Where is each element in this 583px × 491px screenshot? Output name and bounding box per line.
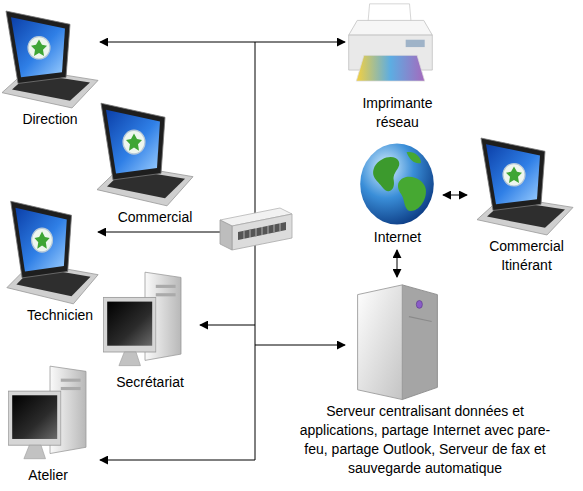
laptop-screen [486,144,540,204]
monitor-stand [24,445,46,459]
laptop-icon [0,8,100,110]
server-side [402,285,437,400]
port-divider [268,226,269,234]
switch-ports [238,222,286,240]
bus-wire [255,42,345,43]
globe-land [407,152,421,163]
laptop-screen [15,208,66,272]
bus-wire [255,42,256,460]
screen-logo [503,164,525,186]
port-divider [274,224,275,232]
printer-display [406,40,425,47]
laptop-lid [11,201,72,278]
server-front [358,285,403,400]
device-label: Commercial [95,208,215,227]
screen-logo-mark [31,40,47,56]
laptop-lid [6,11,70,83]
link-arrow [397,250,398,277]
monitor-frame [104,297,156,352]
server-icon [350,280,445,402]
desktop-node: Secrétariat [95,268,205,392]
laptop-screen [106,110,160,174]
laptop-icon [475,135,575,237]
device-label: Secrétariat [95,373,205,392]
server-led [416,300,422,308]
device-label: Technicien [0,306,120,325]
printed-photo [356,55,424,81]
device-label: Commercial Itinérant [477,237,577,275]
globe-icon [357,140,437,228]
monitor-screen [107,302,152,346]
laptop-screen [11,17,65,77]
monitor-frame [9,391,61,445]
bus-wire [200,325,255,326]
device-label: Direction [0,110,100,129]
globe-sphere [360,144,434,225]
laptop-icon [5,198,100,306]
device-label: Atelier [0,466,96,485]
desktop-icon [5,362,95,466]
laptop-lid [101,103,165,180]
monitor-screen [12,395,57,439]
screen-logo-mark [34,231,49,248]
globe-land [398,177,426,211]
tower-bay [156,293,176,296]
laptop-node: Technicien [0,198,120,325]
tower-bay [61,379,81,382]
server-slot [409,317,432,322]
laptop-node: Commercial [95,100,215,227]
screen-logo [32,228,53,252]
desktop-icon [100,268,190,373]
device-label: Internet [355,228,440,247]
tower-bay [61,387,81,390]
laptop-node: Commercial Itinérant [470,135,583,275]
network-switch [220,208,292,250]
monitor-stand [119,352,141,366]
screen-logo [123,130,145,154]
device-label: Imprimante réseau [353,94,443,132]
port-divider [250,230,251,238]
screen-logo-mark [506,167,522,183]
screen-logo-mark [126,133,142,150]
device-label: Serveur centralisant données et applicat… [294,402,556,478]
link-arrow [443,195,467,196]
port-divider [244,231,245,239]
switch-front [232,214,292,250]
desktop-node: Atelier [0,362,96,485]
server-node: Serveur centralisant données et applicat… [280,280,570,478]
globe-land [373,157,399,191]
bus-wire [100,42,255,43]
printer-icon [343,2,438,94]
switch-side [220,220,232,250]
laptop-icon [95,100,195,208]
screen-logo [28,37,50,59]
port-divider [262,227,263,235]
printer-top [349,20,433,35]
bus-wire [100,460,255,461]
laptop-lid [481,138,545,210]
printer-node: Imprimante réseau [335,2,460,132]
bus-wire [98,232,222,233]
bus-wire [255,345,345,346]
globe-node: Internet [355,140,440,247]
laptop-node: Direction [0,8,100,129]
lan-bus [98,42,345,460]
tower-bay [156,285,176,288]
port-divider [256,228,257,236]
port-divider [280,223,281,231]
